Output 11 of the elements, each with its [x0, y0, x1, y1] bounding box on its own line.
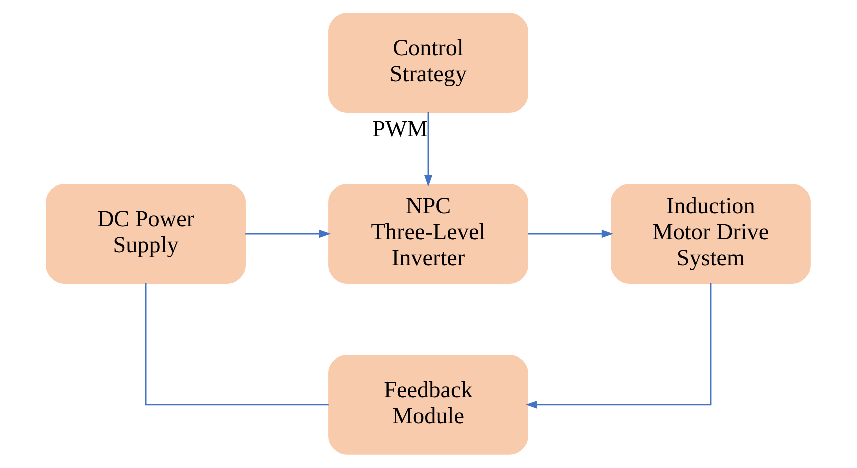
node-box: Control Strategy — [328, 13, 528, 114]
node-box: Feedback Module — [328, 354, 528, 455]
arrow — [528, 230, 614, 238]
node-box: NPC Three-Level Inverter — [328, 184, 528, 284]
arrow — [424, 112, 433, 187]
node-box: Induction Motor Drive System — [611, 184, 811, 284]
arrow — [246, 230, 332, 238]
arrow — [526, 283, 712, 409]
node-box: DC Power Supply — [46, 184, 246, 284]
edge-label: PWM — [372, 116, 428, 143]
connector — [145, 283, 329, 406]
